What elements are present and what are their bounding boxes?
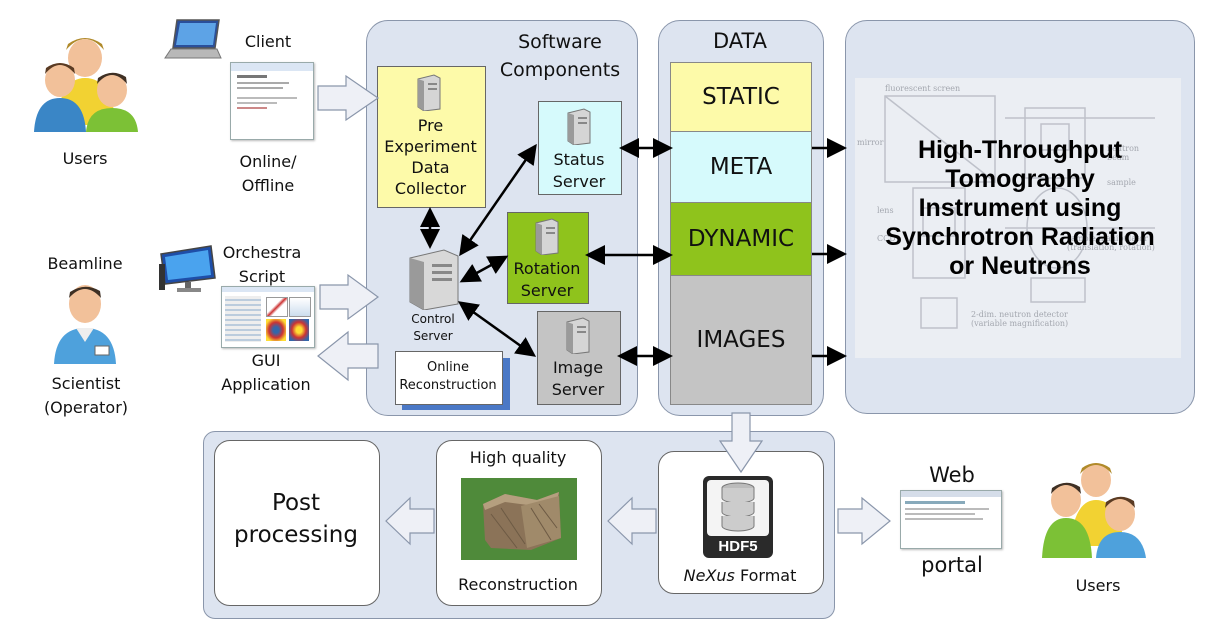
orchestra-title: Orchestra Script	[222, 243, 302, 286]
sketch-label-sample: sample	[1107, 178, 1136, 187]
instrument-title: High-Throughput Tomography Instrument us…	[885, 136, 1155, 280]
sketch-label-mirror: mirror	[857, 138, 884, 147]
instrument-sketch: fluorescent screen mirror lens CCD neutr…	[855, 78, 1181, 358]
gui-application-label: GUI Application	[221, 351, 311, 394]
rotation-server-label: Rotation Server	[513, 259, 581, 300]
rotation-server-icon	[534, 217, 560, 260]
hdf5-database-icon: HDF5	[701, 474, 775, 560]
data-band-meta[interactable]: META	[671, 132, 811, 203]
pre-collector-server-icon	[416, 73, 442, 116]
image-server-label: Image Server	[551, 358, 605, 399]
laptop-icon	[163, 18, 223, 62]
client-app-screenshot	[230, 62, 314, 140]
beamline-title: Beamline	[47, 254, 123, 273]
web-top-label: Web	[929, 463, 975, 487]
pre-experiment-collector-label: Pre Experiment Data Collector	[384, 116, 477, 198]
sketch-label-screen: fluorescent screen	[885, 84, 961, 93]
web-bottom-label: portal	[921, 553, 983, 577]
online-reconstruction-label: Online Reconstruction	[399, 360, 497, 393]
online-reconstruction-box[interactable]	[395, 351, 503, 405]
data-band-static[interactable]: STATIC	[671, 63, 811, 132]
status-server-label: Status Server	[552, 150, 606, 191]
web-portal-screenshot	[900, 490, 1002, 549]
nexus-to-web-arrow	[837, 496, 891, 546]
status-server-icon	[566, 107, 592, 150]
data-band-images[interactable]: IMAGES	[671, 276, 811, 404]
sketch-label-manipulator: sample manipulator (translation, rotatio…	[1067, 234, 1155, 252]
control-server-icon	[408, 248, 460, 315]
users-group-icon	[30, 30, 142, 132]
nexus-format-label: NeXus Format	[658, 566, 822, 585]
client-title: Client	[244, 32, 292, 51]
post-processing-box[interactable]	[214, 440, 380, 606]
hdf5-label: HDF5	[718, 538, 758, 555]
nexus-italic: NeXus	[683, 566, 735, 585]
hq-title: High quality	[469, 448, 567, 467]
sketch-label-neutron: neutron beam	[1107, 144, 1140, 162]
sketch-label-ccd: CCD	[877, 234, 896, 243]
scientist-role-label: Scientist (Operator)	[43, 374, 129, 417]
hq-caption: Reconstruction	[458, 575, 578, 594]
gui-app-screenshot	[221, 286, 315, 348]
scientist-icon	[50, 280, 120, 364]
data-stack: STATIC META DYNAMIC IMAGES	[670, 62, 812, 405]
desktop-monitor-icon	[157, 244, 221, 294]
sketch-label-lens: lens	[877, 206, 894, 215]
nexus-format-word: Format	[734, 566, 797, 585]
image-server-icon	[565, 316, 591, 359]
post-processing-label: Post processing	[234, 490, 358, 548]
sketch-label-detector: 2-dim. neutron detector (variable magnif…	[971, 310, 1069, 328]
data-band-dynamic[interactable]: DYNAMIC	[671, 203, 811, 276]
software-components-title: Software Components	[499, 31, 621, 81]
data-title: DATA	[712, 29, 768, 53]
users-bottom-label: Users	[1075, 576, 1121, 595]
reconstruction-volume-image	[461, 478, 577, 560]
users-bottom-group-icon	[1038, 456, 1150, 558]
users-top-label: Users	[62, 149, 108, 168]
client-mode-label: Online/ Offline	[239, 152, 297, 195]
control-server-label: Control Server	[411, 312, 455, 343]
